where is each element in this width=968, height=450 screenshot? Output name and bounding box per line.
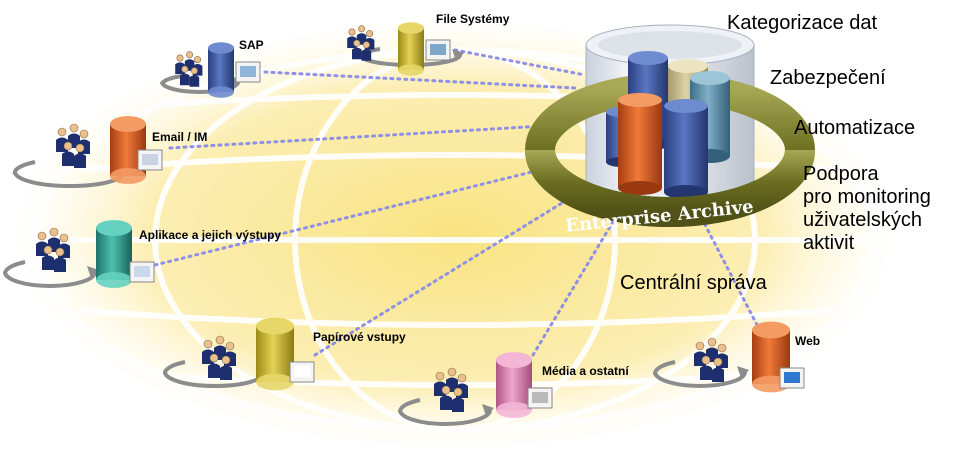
label-apps: Aplikace a jejich výstupy <box>139 228 282 242</box>
feature-monitoring-2: pro monitoring <box>803 186 931 208</box>
feature-categorization: Kategorizace dat <box>727 12 878 34</box>
label-file-systems: File Systémy <box>436 12 510 26</box>
feature-security: Zabezpečení <box>770 67 886 89</box>
connectors <box>153 48 772 387</box>
connector-media <box>513 208 622 387</box>
label-sap: SAP <box>239 38 264 52</box>
source-sap <box>160 42 261 98</box>
vault-cylinder-orange <box>618 93 662 195</box>
connector-paper <box>313 193 577 357</box>
connector-web <box>698 213 772 352</box>
feature-automation: Automatizace <box>794 117 916 139</box>
enterprise-ring-front <box>525 148 815 227</box>
vault-cylinder-blue-front <box>664 99 708 199</box>
source-web <box>653 321 805 393</box>
source-media <box>398 352 553 426</box>
feature-monitoring-1: Podpora <box>803 163 879 185</box>
source-email-im <box>12 116 163 188</box>
label-media: Média a ostatní <box>542 364 629 378</box>
feature-monitoring-3: uživatelských <box>803 209 922 231</box>
label-email-im: Email / IM <box>152 130 208 144</box>
archive-cylinders <box>606 51 730 199</box>
connector-email <box>168 123 562 150</box>
connector-sap <box>263 70 577 90</box>
connector-files <box>453 48 587 77</box>
source-apps <box>3 220 155 288</box>
source-file-systems <box>347 22 464 76</box>
feature-monitoring-4: aktivit <box>803 232 855 254</box>
label-paper: Papírové vstupy <box>313 330 406 344</box>
feature-central-management: Centrální správa <box>620 272 767 294</box>
connector-apps <box>153 163 562 267</box>
source-paper <box>162 317 315 391</box>
label-web: Web <box>795 334 821 348</box>
